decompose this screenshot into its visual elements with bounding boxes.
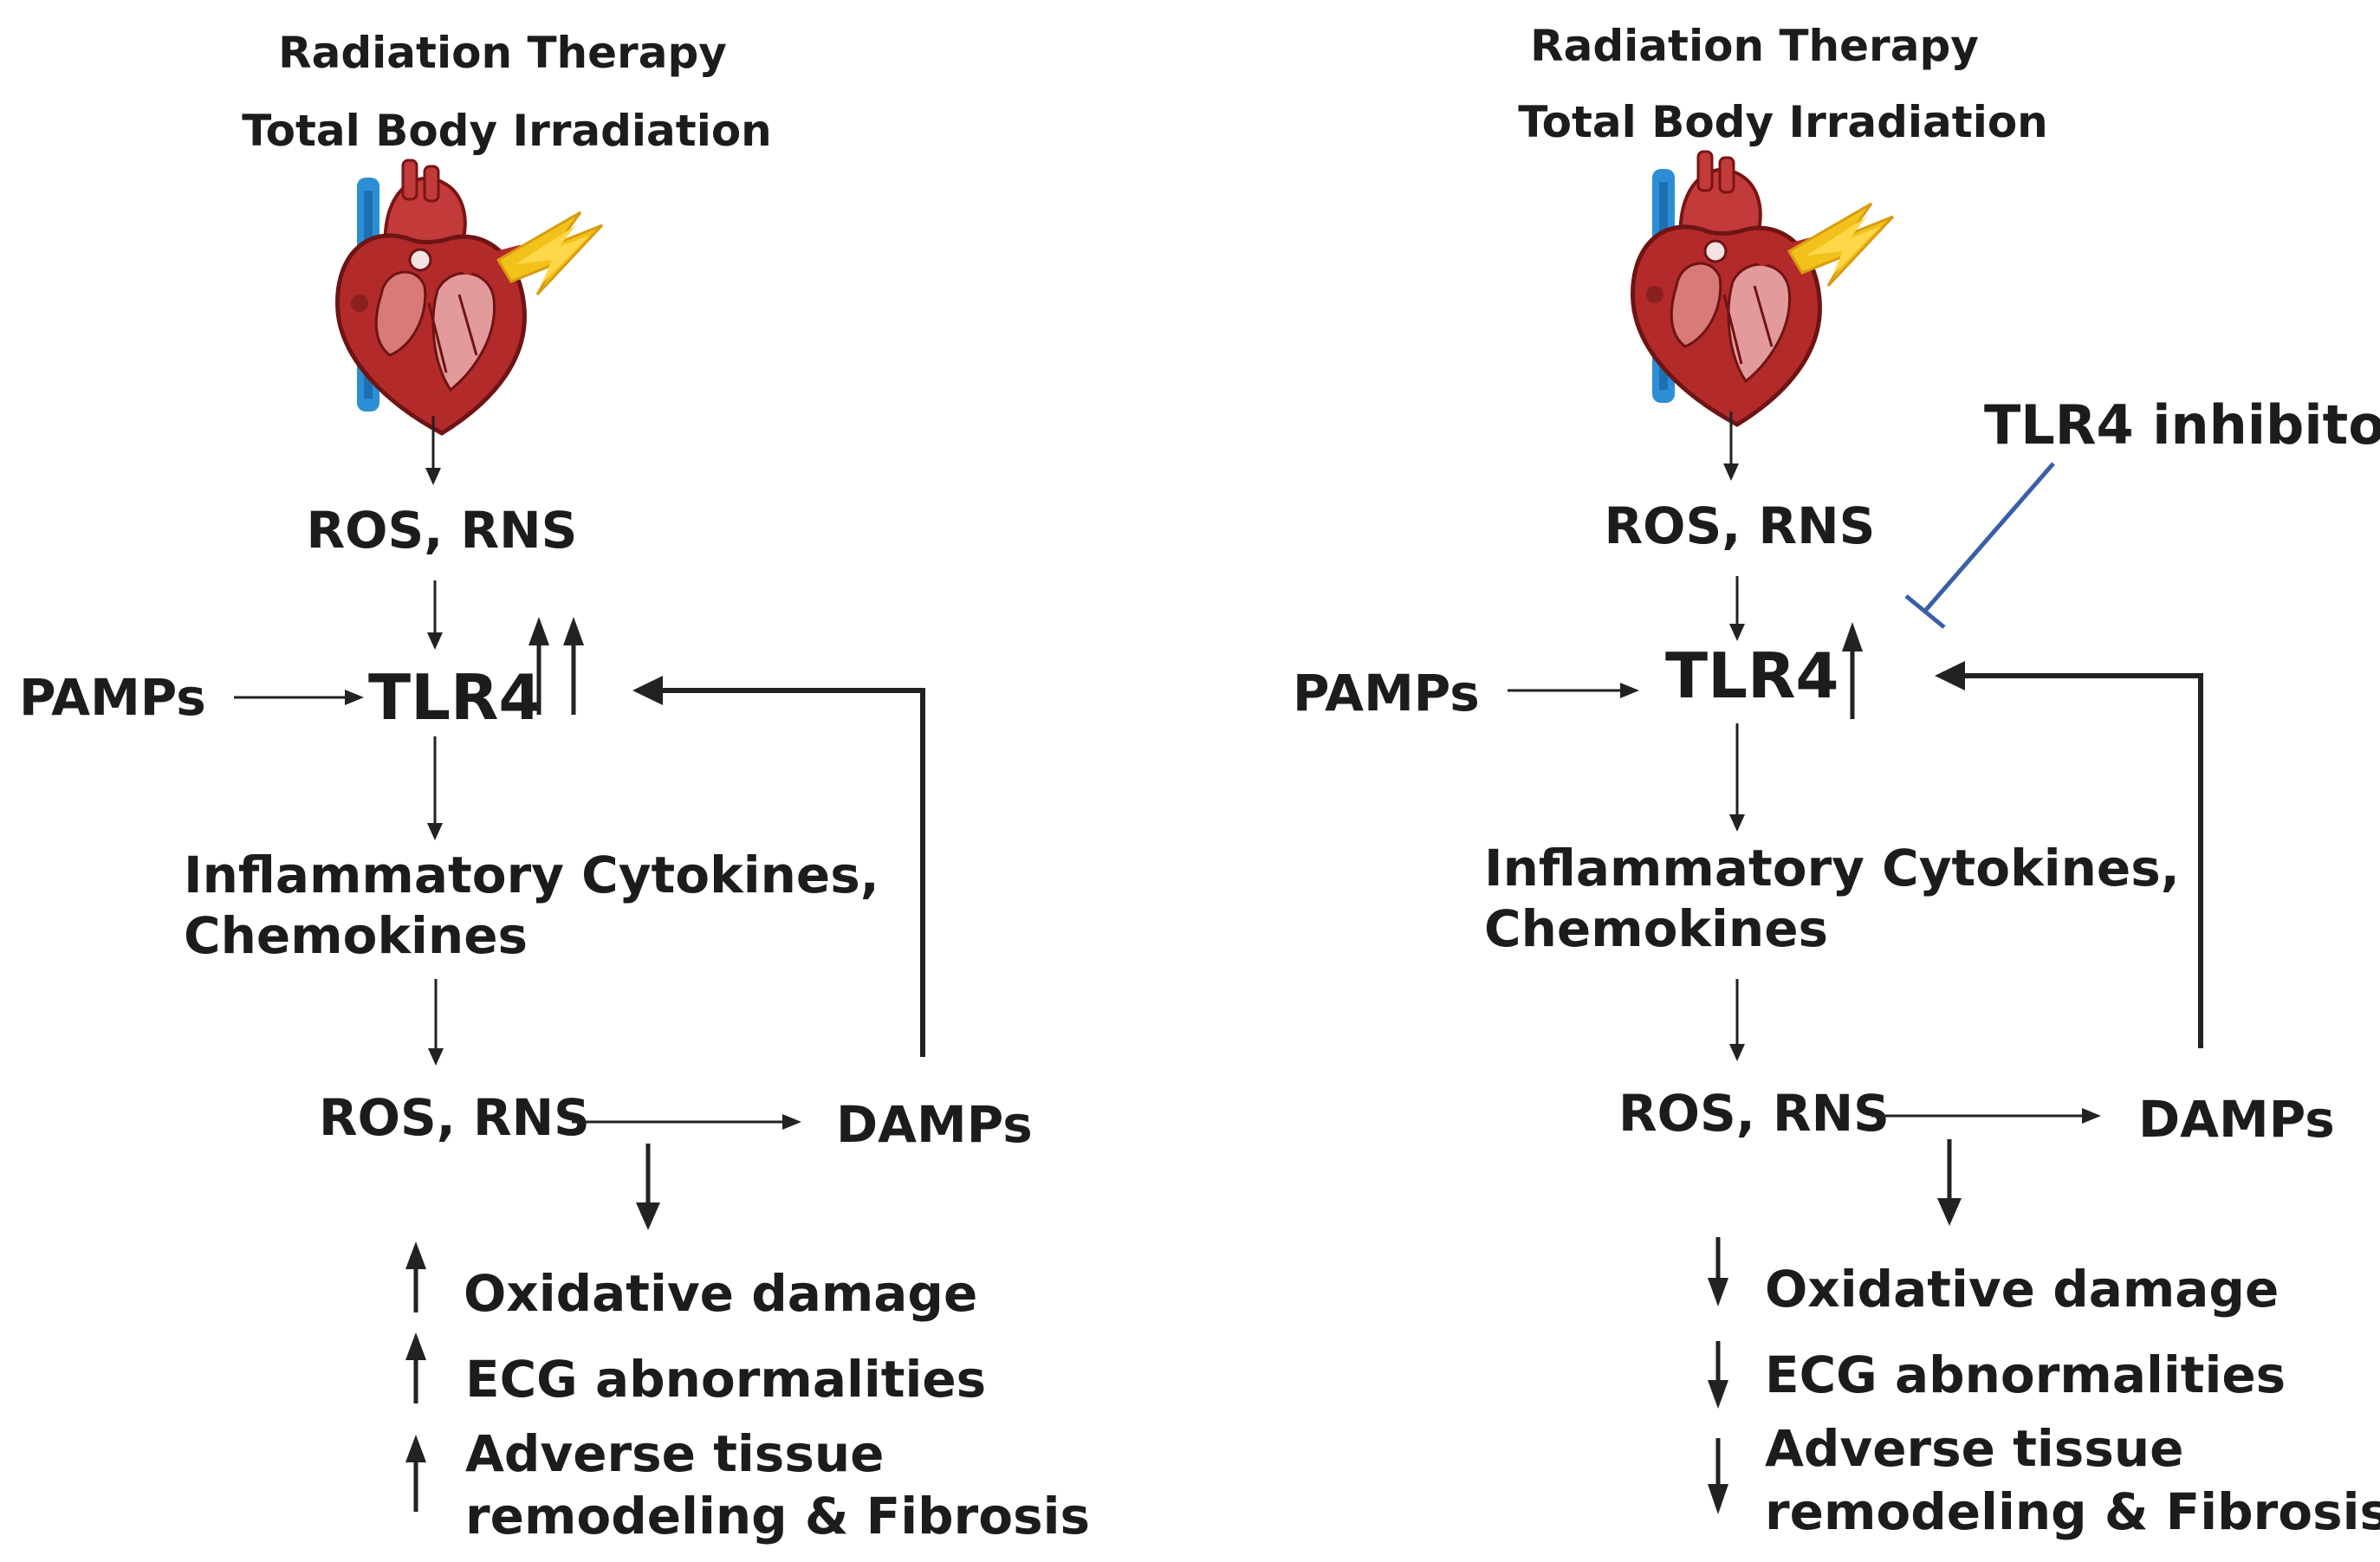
right-inhibitor-tbar [1904,594,1946,629]
left-ros-rns-bottom: ROS, RNS [319,1088,590,1147]
left-arrow-ros-to-damps-head [782,1114,801,1130]
right-arrow-pamps-to-tlr4-head [1620,683,1639,698]
left-arrow-pamps-to-tlr4-head [345,690,364,705]
left-outcome2-up-arrow-head [405,1332,426,1360]
left-outcome-1: Oxidative damage [464,1264,977,1323]
left-outcome3-up-arrow-head [405,1435,426,1462]
right-pamps: PAMPs [1293,664,1480,723]
right-inhibitor-line [1923,462,2055,612]
right-outcome-2: ECG abnormalities [1765,1345,2286,1404]
right-cytokines-line1: Inflammatory Cytokines, [1484,839,2180,898]
right-damps: DAMPs [2138,1090,2335,1149]
right-tlr4-up-arrow-head [1842,622,1863,651]
right-title-line2: Total Body Irradiation [1518,97,2048,147]
right-outcome-3-line1: Adverse tissue [1765,1419,2183,1478]
left-cytokines-line1: Inflammatory Cytokines, [184,846,879,904]
left-feedback-loop-arrow [660,688,925,1057]
right-arrow-ros-to-outcomes-head [1937,1198,1962,1226]
right-arrow-ros-to-tlr4-head [1729,624,1745,641]
right-tlr4: TLR4 [1665,639,1839,712]
left-heart-icon [338,160,525,433]
right-ros-rns-top: ROS, RNS [1605,496,1876,555]
right-cytokines-line2: Chemokines [1484,899,1828,958]
left-title-line1: Radiation Therapy [278,28,727,78]
left-cytokines-line2: Chemokines [184,906,528,965]
right-feedback-loop-arrow [1962,673,2203,1048]
right-panel: Radiation Therapy Total Body Irradiation… [1293,21,2380,1541]
left-arrow-ros-to-tlr4-head [427,632,443,650]
left-arrow-heart-to-ros-head [425,468,441,485]
right-outcome2-down-arrow-head [1708,1380,1728,1409]
right-outcome1-down-arrow-head [1708,1278,1728,1306]
left-arrow-cytokines-to-ros-head [428,1048,444,1066]
right-arrow-tlr4-to-cytokines-head [1729,814,1745,832]
left-outcome-2: ECG abnormalities [465,1350,986,1409]
right-arrow-cytokines-to-ros-head [1729,1044,1745,1061]
right-outcome-1: Oxidative damage [1765,1260,2279,1319]
left-tlr4-up-arrow-1-head [529,617,549,645]
right-heart-icon [1633,152,1820,425]
right-arrow-heart-to-ros-head [1723,463,1739,481]
left-outcome-3-line2: remodeling & Fibrosis [465,1487,1090,1546]
left-panel: Radiation Therapy Total Body Irradiation… [19,28,1090,1546]
left-damps: DAMPs [836,1095,1033,1154]
left-title-line2: Total Body Irradiation [242,106,772,156]
right-outcome-3-line2: remodeling & Fibrosis [1765,1482,2380,1541]
left-tlr4: TLR4 [368,661,542,734]
right-tlr4-inhibitor: TLR4 inhibitor [1984,393,2380,457]
left-arrow-ros-to-outcomes-head [636,1202,660,1230]
left-ros-rns-top: ROS, RNS [307,501,578,560]
right-title-line1: Radiation Therapy [1530,21,1979,71]
right-ros-rns-bottom: ROS, RNS [1618,1084,1890,1143]
left-outcome1-up-arrow-head [405,1241,426,1269]
right-feedback-loop-arrow-head [1935,661,1965,690]
left-pamps: PAMPs [19,668,206,727]
left-tlr4-up-arrow-2-head [563,617,584,645]
right-arrow-ros-to-damps-head [2082,1108,2101,1124]
left-arrow-tlr4-to-cytokines-head [427,823,443,840]
left-outcome-3-line1: Adverse tissue [465,1424,884,1483]
left-feedback-loop-arrow-head [632,676,663,705]
right-outcome3-down-arrow-head [1708,1484,1728,1514]
